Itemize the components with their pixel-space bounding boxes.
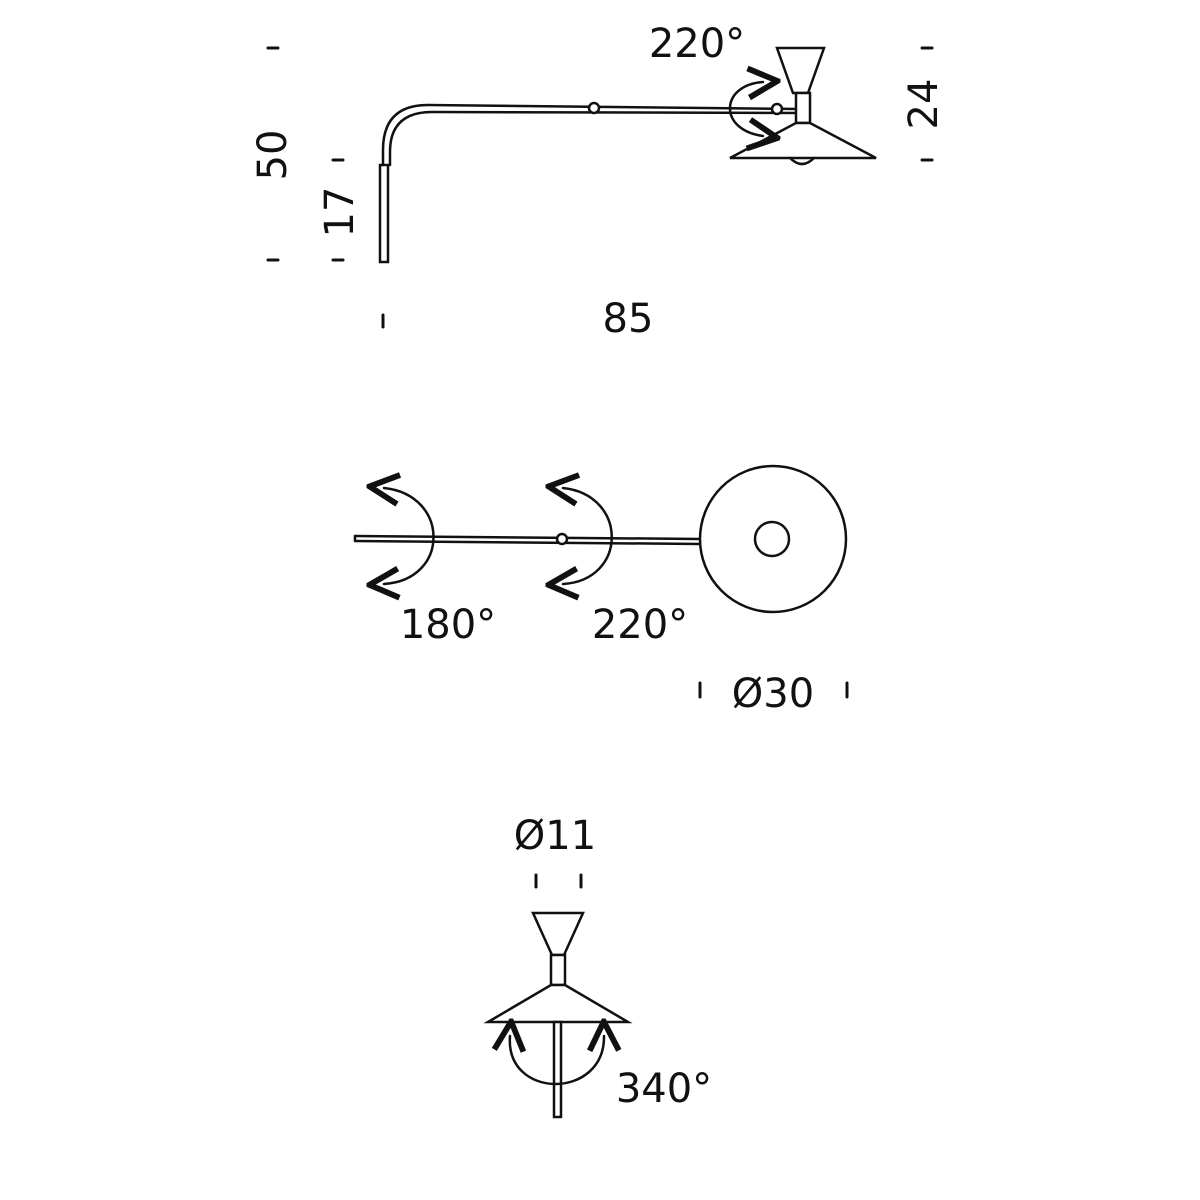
top-arm xyxy=(353,534,702,541)
shade-rotation-arrow xyxy=(510,1036,604,1086)
joint-rotation-label: 220° xyxy=(649,21,745,67)
diameter-ticks xyxy=(698,681,849,699)
rotation-arrow xyxy=(728,82,763,136)
shade-diameter-label: Ø30 xyxy=(732,671,814,717)
wall-plate xyxy=(378,163,390,264)
side-view: 50 17 24 85 220° xyxy=(250,21,947,342)
lamp-arm xyxy=(381,103,802,167)
height-total-label: 50 xyxy=(250,130,296,181)
top-view: 180° 220° Ø30 xyxy=(353,464,849,717)
front-lamp xyxy=(483,911,633,1119)
arm-joint xyxy=(770,102,784,116)
arm-joint xyxy=(587,101,601,115)
top-diameter-label: Ø11 xyxy=(514,813,596,859)
top-joint-rotation-label: 220° xyxy=(592,602,688,648)
wall-plate-height-label: 17 xyxy=(317,187,363,238)
shade-height-label: 24 xyxy=(901,79,947,130)
projection-label: 85 xyxy=(603,296,654,342)
front-view: Ø11 340° xyxy=(483,813,712,1119)
shade-center xyxy=(753,520,791,558)
lamp-head xyxy=(729,46,877,166)
wall-rotation-label: 180° xyxy=(400,602,496,648)
wall-rotation-arrow xyxy=(384,488,435,584)
top-arm-joint xyxy=(555,532,569,546)
joint-rotation-arrow xyxy=(563,488,613,584)
dimension-ticks xyxy=(266,46,934,329)
shade-rotation-label: 340° xyxy=(616,1066,712,1112)
top-diameter-ticks xyxy=(534,873,583,889)
